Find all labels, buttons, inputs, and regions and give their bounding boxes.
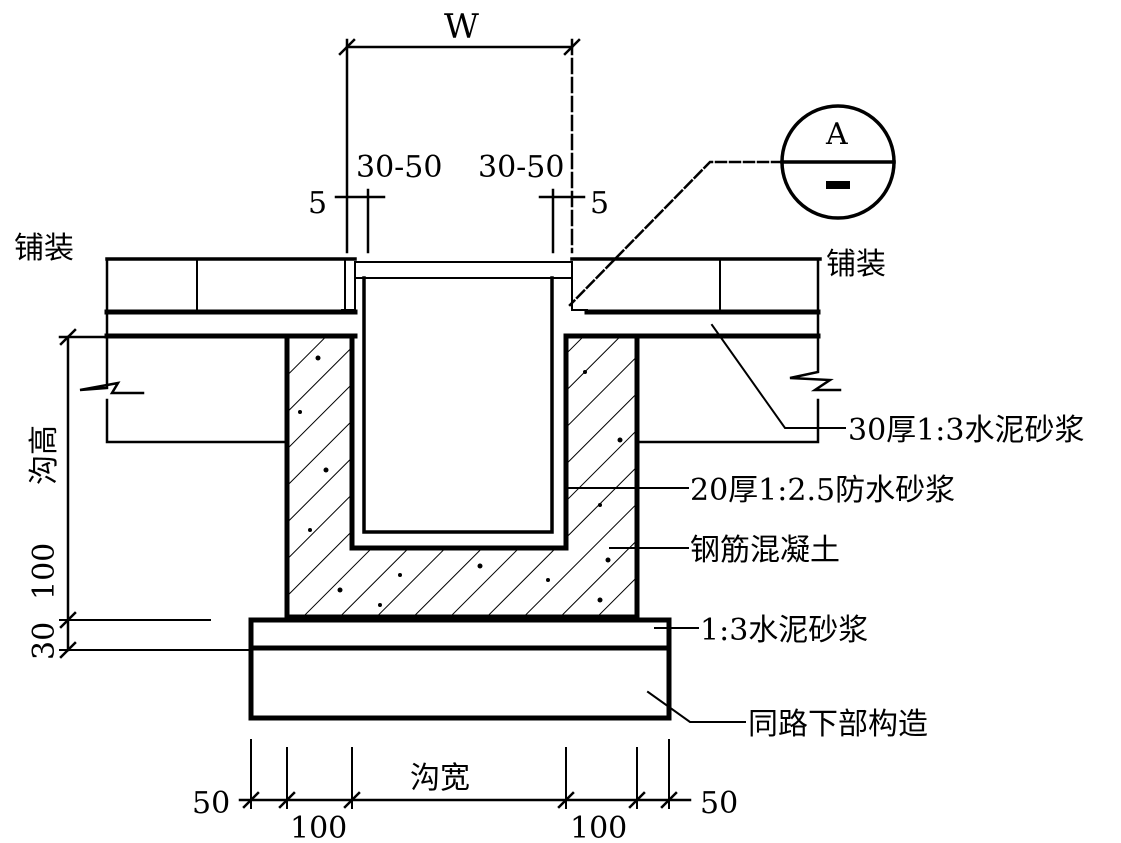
label-five-left: 5 <box>308 186 327 221</box>
label-bottom-100-right: 100 <box>570 811 627 843</box>
concrete-body <box>284 334 640 620</box>
label-waterproof-mortar: 20厚1:2.5防水砂浆 <box>690 473 955 508</box>
label-reinforced-concrete: 钢筋混凝土 <box>690 533 840 568</box>
paving-left <box>104 257 358 339</box>
waterproof-lining <box>341 261 588 534</box>
leader-lines <box>565 323 846 723</box>
aggregate-dots <box>298 355 623 607</box>
label-trench-width: 沟宽 <box>410 761 470 796</box>
base-layers <box>248 617 672 721</box>
label-detail-a: A <box>825 117 848 152</box>
label-gap-right: 30-50 <box>478 150 564 185</box>
label-mortar-13: 1:3水泥砂浆 <box>700 613 868 648</box>
label-gap-left: 30-50 <box>356 150 442 185</box>
label-bottom-100-left: 100 <box>290 811 347 843</box>
label-trench-height: 沟高 <box>27 425 62 485</box>
label-five-right: 5 <box>590 186 609 221</box>
label-w: W <box>444 7 479 47</box>
label-paving-right: 铺装 <box>826 247 886 282</box>
dimension-bottom <box>238 739 692 809</box>
label-mortar-30: 30厚1:3水泥砂浆 <box>848 413 1084 448</box>
dimension-left <box>58 328 251 659</box>
label-road-base: 同路下部构造 <box>748 707 928 742</box>
label-dim-30-vertical: 30 <box>27 622 62 660</box>
side-slabs <box>79 334 842 444</box>
label-paving-left: 铺装 <box>14 231 74 266</box>
dimension-w <box>334 38 586 254</box>
label-bottom-50-right: 50 <box>700 786 738 821</box>
detail-callout-a <box>568 104 896 307</box>
label-dim-100-vertical: 100 <box>27 543 62 600</box>
label-bottom-50-left: 50 <box>192 786 230 821</box>
